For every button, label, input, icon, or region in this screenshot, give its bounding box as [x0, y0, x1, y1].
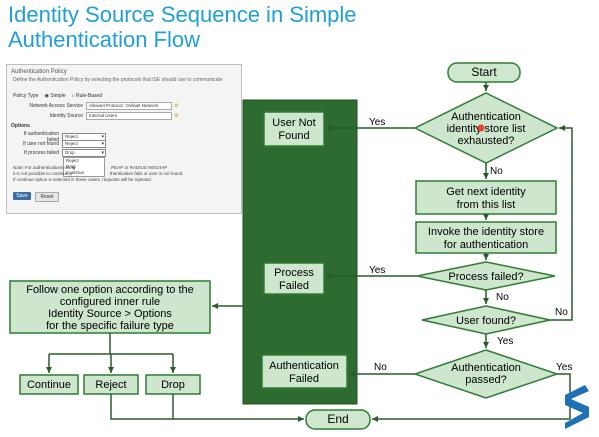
follow-option-box [9, 280, 211, 334]
drop-label: Drop [161, 379, 185, 391]
label-process-yes: Yes [369, 265, 385, 276]
reset-button[interactable]: Reset [35, 192, 59, 202]
process-failed-label: If process failed [23, 150, 59, 156]
user-found-q-label: User found? [456, 315, 516, 327]
dropdown-option[interactable]: Reject [66, 158, 79, 163]
process-failed-box [263, 262, 325, 295]
get-next-line-1: Get next identity [446, 186, 526, 198]
start-terminal [447, 62, 521, 83]
follow-line-2: configured inner rule [60, 296, 160, 308]
note-line-1: Note: For authentications using PEAP or R… [13, 165, 167, 170]
note-1b: PEAP or RADIUS MSCHAP [111, 165, 168, 170]
start-label: Start [471, 65, 497, 79]
end-label: End [327, 412, 348, 426]
policy-type-label: Policy Type [13, 93, 39, 99]
identity-source-row: Identity Source Internal Users ⚙ [13, 112, 178, 120]
options-label: Options [11, 123, 30, 129]
note-1a: Note: For authentications using [13, 165, 76, 170]
label-auth-yes: Yes [556, 362, 572, 373]
auth-failed-box [261, 354, 348, 389]
label-exhausted-no: No [490, 166, 503, 177]
continue-label: Continue [27, 379, 71, 391]
get-next-identity-box [415, 180, 557, 215]
follow-line-3: Identity Source > Options [48, 308, 172, 320]
user-not-found-label: If user not found [22, 141, 59, 147]
user-not-found-row: If user not found Reject [13, 140, 106, 148]
note-line-3: If continue option is selected in these … [13, 177, 152, 182]
settings-icon[interactable]: ⚙ [174, 113, 179, 119]
dropdown-menu: Reject Drop Continue [63, 157, 105, 177]
process-failed-row: If process failed Drop [13, 149, 106, 157]
radio-simple[interactable]: ◉ Simple [44, 93, 66, 99]
radio-rule-based-label: Rule-Based [75, 93, 103, 99]
user-not-found-select[interactable]: Reject [62, 140, 106, 148]
page-title-line2: Authentication Flow [8, 27, 200, 52]
get-next-line-2: from this list [457, 199, 516, 211]
invoke-line-2: for authentication [444, 239, 528, 251]
identity-source-field[interactable]: Internal Users [86, 112, 172, 120]
process-failed-line-1: Process [274, 267, 314, 279]
cursor-pointer-icon [477, 124, 485, 132]
page-title-line1: Identity Source Sequence in Simple [8, 2, 357, 27]
brand-logo-icon [565, 385, 589, 429]
panel-description: Define the Authentication Policy by sele… [13, 77, 223, 83]
exhausted-line-1: Authentication [451, 111, 521, 123]
auth-failed-line-1: Authentication [269, 360, 339, 372]
process-failed-q-label: Process failed? [448, 271, 523, 283]
arrow-user-not-found-loop [550, 125, 573, 321]
reject-label: Reject [95, 379, 126, 391]
label-exhausted-yes: Yes [369, 117, 385, 128]
process-failed-line-2: Failed [279, 280, 309, 292]
invoke-line-1: Invoke the identity store [428, 226, 544, 238]
network-access-row: Network Access Service Allowed Protocol … [13, 102, 178, 110]
user-not-found-box [263, 111, 325, 147]
radio-simple-label: Simple [50, 93, 66, 99]
note-2b: thentication fails or user is not found. [110, 171, 184, 176]
save-button[interactable]: Save [13, 192, 31, 200]
end-terminal [305, 409, 371, 430]
panel-header: Authentication Policy [11, 69, 67, 75]
exhausted-line-3: exhausted? [458, 135, 515, 147]
user-not-found-line-1: User Not [272, 117, 315, 129]
label-user-found-yes: Yes [497, 336, 513, 347]
auth-failed-label: If authentication failed [23, 131, 59, 143]
label-auth-no: No [374, 362, 387, 373]
auth-failed-line-2: Failed [289, 373, 319, 385]
network-access-field[interactable]: Allowed Protocol : Default Network [86, 102, 172, 110]
user-not-found-line-2: Found [278, 130, 309, 142]
auth-passed-decision [412, 349, 560, 399]
dropdown-option[interactable]: Continue [66, 170, 85, 175]
note-2a: it is not possible to continue p [13, 171, 73, 176]
settings-icon[interactable]: ⚙ [174, 103, 179, 109]
authentication-policy-panel: Authentication Policy Define the Authent… [6, 64, 242, 214]
failure-outcomes-panel [242, 99, 358, 405]
network-access-label: Network Access Service [29, 103, 83, 109]
dropdown-option[interactable]: Drop [66, 164, 76, 169]
note-line-2: it is not possible to continue p thentica… [13, 171, 183, 176]
label-user-found-no: No [555, 307, 568, 318]
identity-source-label: Identity Source [49, 113, 83, 119]
auth-passed-line-2: passed? [465, 374, 507, 386]
policy-type-row: Policy Type ◉ Simple ○ Rule-Based [13, 93, 102, 99]
follow-line-1: Follow one option according to the [26, 284, 194, 296]
exhausted-line-2: identity store list [447, 123, 526, 135]
continue-box [19, 374, 79, 395]
process-failed-select[interactable]: Drop [62, 149, 106, 157]
radio-rule-based[interactable]: ○ Rule-Based [71, 93, 103, 99]
label-process-no: No [496, 292, 509, 303]
follow-line-4: for the specific failure type [46, 320, 174, 332]
arrow-reject-to-end [110, 394, 304, 422]
auth-passed-line-1: Authentication [451, 362, 521, 374]
